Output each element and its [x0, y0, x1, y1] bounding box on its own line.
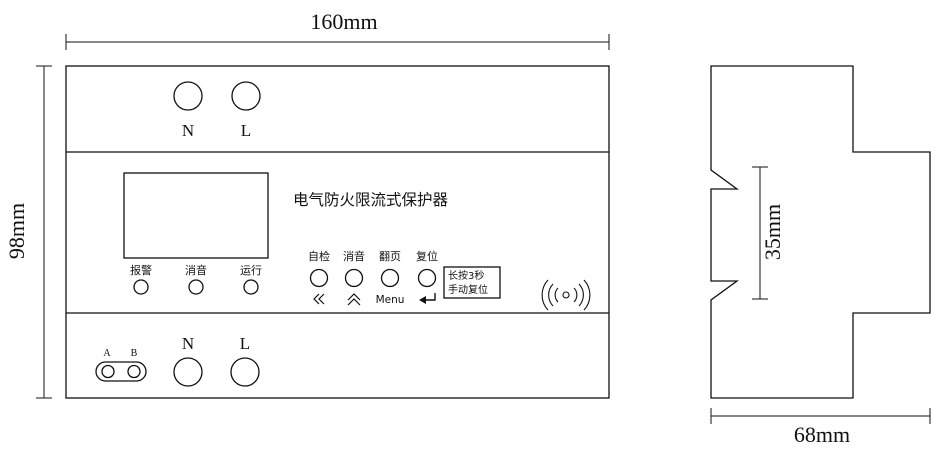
- width-dimension: 160mm: [65, 9, 610, 50]
- indicator-mute-led: [188, 279, 204, 295]
- depth-label: 68mm: [794, 422, 850, 447]
- indicator-alarm-label: 报警: [130, 263, 152, 277]
- reset-button-label: 复位: [416, 249, 438, 263]
- height-dimension: 98mm: [4, 65, 52, 399]
- reset-note-box: 长按3秒 手动复位: [443, 266, 501, 299]
- rail-label: 35mm: [760, 204, 785, 260]
- device-title: 电气防火限流式保护器: [293, 191, 449, 209]
- bottom-terminal-n[interactable]: N: [173, 334, 203, 387]
- rail-dimension: 35mm: [752, 166, 785, 300]
- bottom-terminal-n-label: N: [182, 334, 194, 353]
- indicator-run-led: [243, 279, 259, 295]
- indicator-mute-label: 消音: [185, 263, 207, 277]
- height-label: 98mm: [4, 203, 29, 259]
- side-view-outline: [710, 65, 931, 399]
- front-body: [65, 65, 610, 399]
- page-button-label: 翻页: [379, 249, 401, 263]
- mute-button-label: 消音: [343, 249, 365, 263]
- self-test-button[interactable]: 自检: [308, 249, 330, 305]
- rs485-terminal-block[interactable]: [95, 361, 147, 382]
- mute-button[interactable]: 消音: [343, 249, 365, 306]
- top-terminal-l-label: L: [241, 121, 251, 140]
- self-test-label: 自检: [308, 249, 330, 263]
- page-button[interactable]: 翻页 Menu: [376, 249, 405, 306]
- terminal-b-label: B: [131, 348, 138, 359]
- indicator-alarm-led: [133, 279, 149, 295]
- double-chevron-left-icon: [313, 293, 325, 305]
- enter-arrow-icon: [419, 293, 436, 304]
- reset-button[interactable]: 复位: [416, 249, 438, 304]
- double-chevron-up-icon: [347, 293, 361, 306]
- wireless-signal-icon: [541, 279, 591, 311]
- terminal-a-label: A: [103, 348, 111, 359]
- depth-dimension: 68mm: [710, 408, 931, 447]
- top-terminal-n[interactable]: N: [173, 81, 203, 140]
- menu-text: Menu: [376, 294, 405, 306]
- bottom-terminal-l-label: L: [240, 334, 250, 353]
- reset-note-line2: 手动复位: [448, 283, 488, 296]
- top-terminal-n-label: N: [182, 121, 194, 140]
- top-terminal-l[interactable]: L: [231, 81, 261, 140]
- width-label: 160mm: [310, 9, 377, 34]
- bottom-terminal-l[interactable]: L: [230, 334, 260, 387]
- display-screen: [123, 172, 269, 259]
- reset-note-line1: 长按3秒: [448, 269, 484, 282]
- indicator-run-label: 运行: [240, 264, 262, 277]
